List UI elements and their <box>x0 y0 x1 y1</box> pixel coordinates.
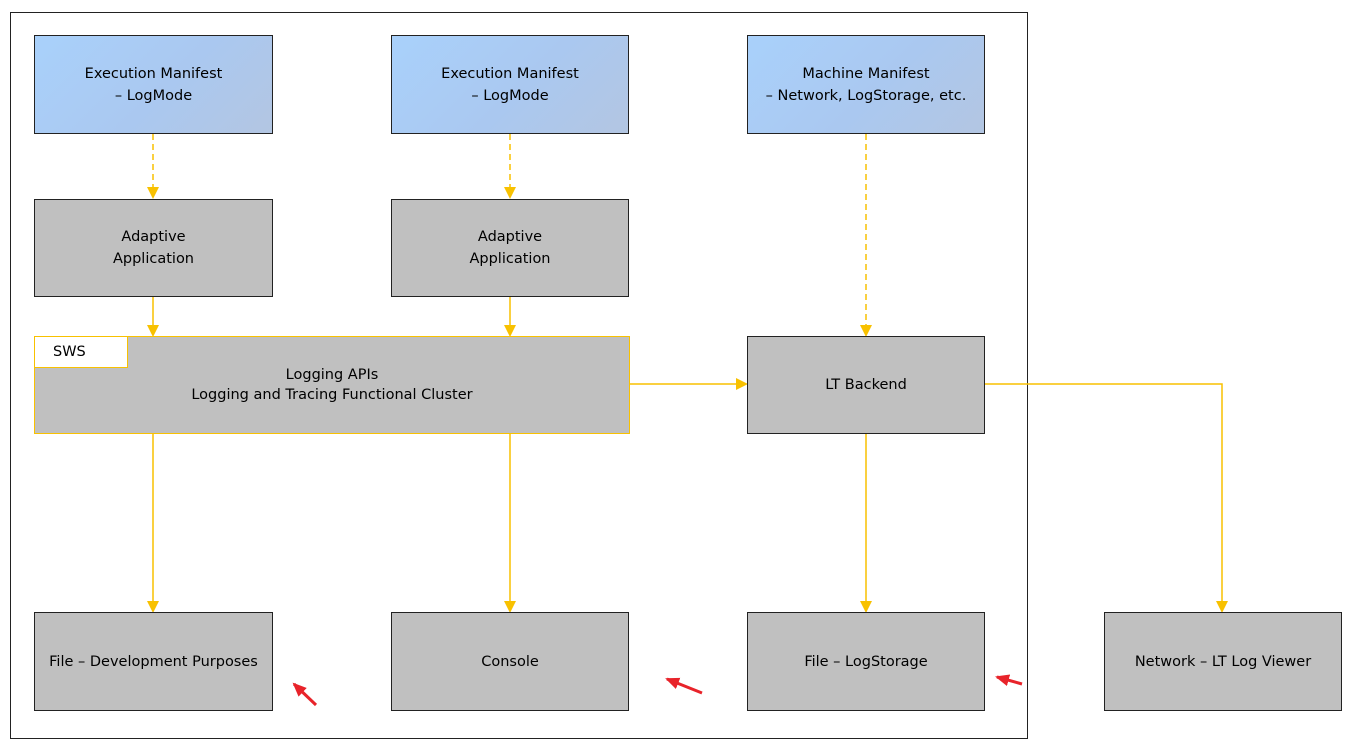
sws-tag: SWS <box>34 336 128 368</box>
lt-backend-label: LT Backend <box>825 377 907 393</box>
marker-arrow-2 <box>665 677 703 695</box>
output-console-label: Console <box>481 653 539 670</box>
machine-manifest-box: Machine Manifest – Network, LogStorage, … <box>747 35 985 134</box>
output-network-viewer-box: Network – LT Log Viewer <box>1104 612 1342 711</box>
output-file-dev-label: File – Development Purposes <box>49 653 258 670</box>
marker-arrow-1 <box>292 682 318 707</box>
execution-manifest-label-2: Execution Manifest – LogMode <box>441 65 579 104</box>
lt-backend-box: LT Backend <box>747 336 985 434</box>
output-file-logstorage-box: File – LogStorage <box>747 612 985 711</box>
machine-manifest-label: Machine Manifest – Network, LogStorage, … <box>765 65 967 104</box>
execution-manifest-label-1: Execution Manifest – LogMode <box>84 65 223 104</box>
adaptive-application-box-1: Adaptive Application <box>34 199 273 297</box>
output-file-logstorage-label: File – LogStorage <box>804 653 928 670</box>
execution-manifest-box-2: Execution Manifest – LogMode <box>391 35 629 134</box>
adaptive-application-label-1: Adaptive Application <box>112 229 195 267</box>
output-file-dev-box: File – Development Purposes <box>34 612 273 711</box>
output-console-box: Console <box>391 612 629 711</box>
sws-tag-label: SWS <box>53 344 86 360</box>
marker-arrow-3 <box>995 674 1023 687</box>
system-boundary <box>10 12 1028 739</box>
adaptive-application-label-2: Adaptive Application <box>469 229 551 267</box>
backend-to-network-arrow <box>985 383 1228 613</box>
logging-cluster-box: SWS Logging APIs Logging and Tracing Fun… <box>34 336 630 434</box>
adaptive-application-box-2: Adaptive Application <box>391 199 629 297</box>
execution-manifest-box-1: Execution Manifest – LogMode <box>34 35 273 134</box>
logging-cluster-label: Logging APIs Logging and Tracing Functio… <box>191 367 473 403</box>
output-network-viewer-label: Network – LT Log Viewer <box>1134 653 1312 670</box>
